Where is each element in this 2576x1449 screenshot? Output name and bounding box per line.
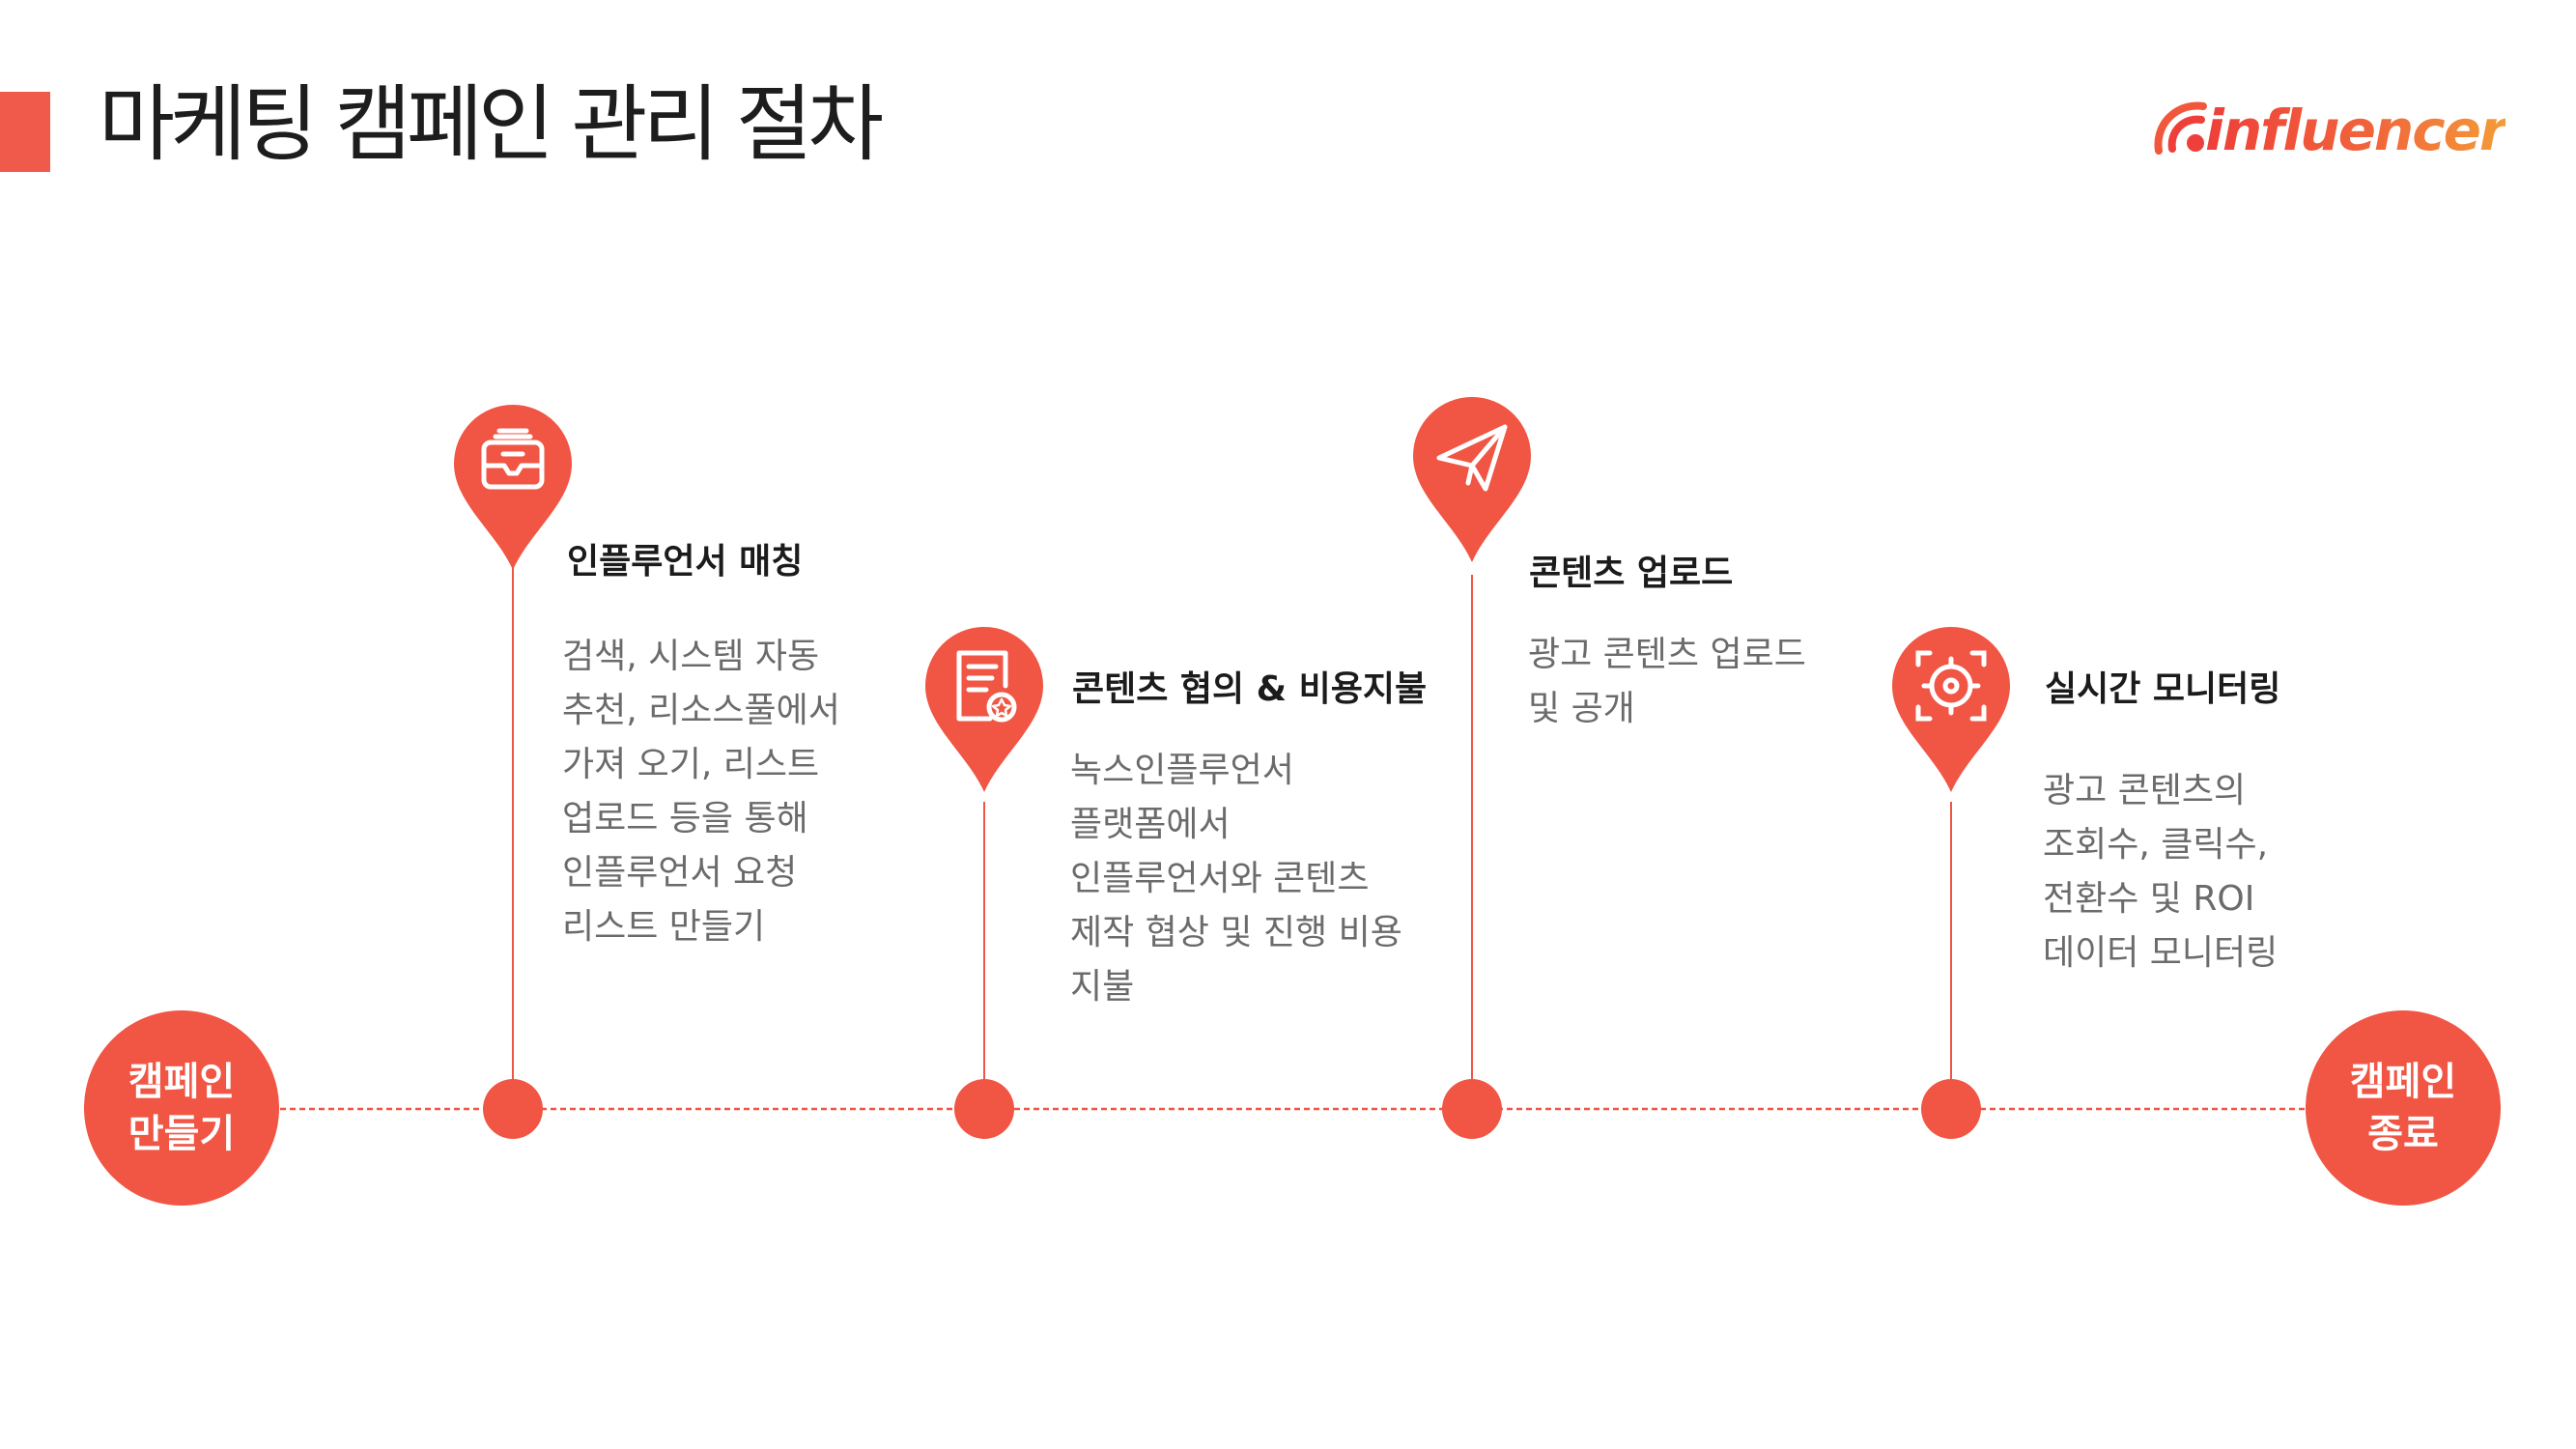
page-title: 마케팅 캠페인 관리 절차 bbox=[99, 76, 884, 173]
step-3-dot bbox=[1442, 1079, 1502, 1139]
step-2-dot bbox=[954, 1079, 1014, 1139]
brand-logo: influencer bbox=[2149, 93, 2507, 182]
campaign-start-node: 캠페인 만들기 bbox=[84, 1010, 279, 1206]
step-4-title: 실시간 모니터링 bbox=[2045, 669, 2281, 709]
document-badge-icon bbox=[956, 650, 1017, 723]
step-4-pin bbox=[1892, 626, 2010, 792]
campaign-start-label: 캠페인 만들기 bbox=[127, 1060, 236, 1156]
step-2-pin bbox=[925, 626, 1043, 792]
logo-wordmark: influencer bbox=[2205, 98, 2507, 163]
target-focus-icon bbox=[1915, 650, 1987, 722]
step-2-title: 콘텐츠 협의 & 비용지불 bbox=[1072, 669, 1428, 709]
step-3-description: 광고 콘텐츠 업로드 및 공개 bbox=[1528, 635, 1806, 728]
step-1-title: 인플루언서 매칭 bbox=[567, 542, 804, 582]
campaign-end-node: 캠페인 종료 bbox=[2306, 1010, 2501, 1206]
step-1-description: 검색, 시스템 자동 추천, 리소스풀에서 가져 오기, 리스트 업로드 등을 … bbox=[562, 637, 840, 947]
logo-signal-icon bbox=[2154, 101, 2207, 155]
step-3-title: 콘텐츠 업로드 bbox=[1529, 554, 1734, 593]
mail-inbox-icon bbox=[481, 428, 545, 490]
step-1-dot bbox=[483, 1079, 543, 1139]
step-4-description: 광고 콘텐츠의 조회수, 클릭수, 전환수 및 ROI 데이터 모니터링 bbox=[2043, 771, 2279, 973]
paper-plane-icon bbox=[1436, 424, 1508, 492]
step-2-description: 녹스인플루언서 플랫폼에서 인플루언서와 콘텐츠 제작 협상 및 진행 비용 지… bbox=[1070, 751, 1402, 1007]
step-4-dot bbox=[1921, 1079, 1981, 1139]
campaign-end-label: 캠페인 종료 bbox=[2349, 1060, 2457, 1156]
step-3-pin bbox=[1413, 396, 1531, 562]
title-accent-bar bbox=[0, 92, 50, 172]
step-1-pin bbox=[454, 404, 572, 570]
